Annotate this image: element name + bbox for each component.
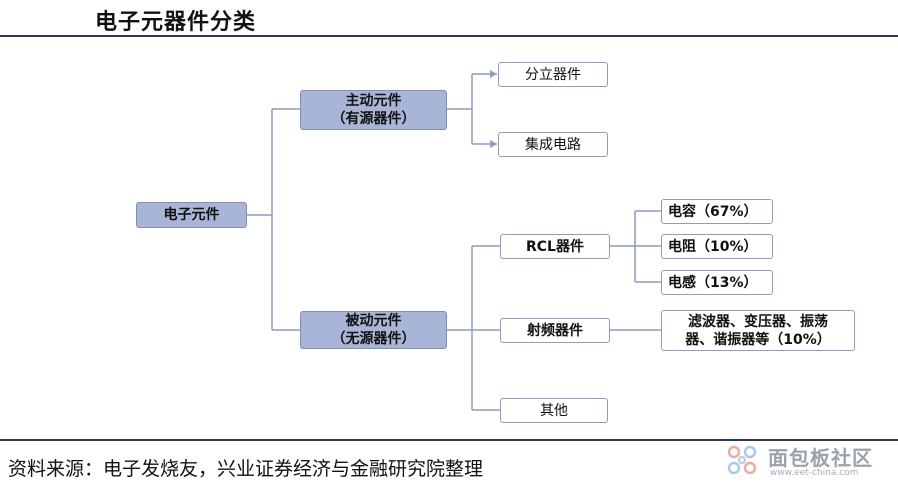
passive-components-sublabel: （无源器件） (331, 331, 416, 347)
watermark-text: 面包板社区 (768, 446, 873, 470)
resistor-label: 电阻（10%） (668, 238, 758, 255)
rf-detail-line1: 滤波器、变压器、振荡 (688, 313, 828, 330)
rcl-devices-node: RCL器件 (500, 234, 610, 259)
resistor-node: 电阻（10%） (661, 234, 773, 259)
rf-devices-label: 射频器件 (527, 322, 583, 339)
capacitor-node: 电容（67%） (661, 199, 773, 224)
arrow-ic (490, 140, 497, 148)
passive-components-label: 被动元件 (345, 313, 402, 329)
integrated-circuit-label: 集成电路 (525, 136, 581, 153)
page-title: 电子元器件分类 (95, 9, 257, 35)
rf-detail-line2: 器、谐振器等（10%） (685, 331, 831, 348)
watermark-logo-icon (727, 445, 757, 475)
source-note: 资料来源：电子发烧友，兴业证券经济与金融研究院整理 (8, 458, 484, 480)
other-devices-label: 其他 (540, 402, 568, 419)
other-devices-node: 其他 (500, 398, 608, 423)
rcl-devices-label: RCL器件 (526, 238, 584, 255)
bottom-divider (0, 439, 898, 441)
inductor-label: 电感（13%） (668, 274, 758, 291)
active-components-sublabel: （有源器件） (331, 111, 416, 127)
discrete-devices-label: 分立器件 (525, 66, 581, 83)
integrated-circuit-node: 集成电路 (498, 132, 608, 157)
root-node-label: 电子元件 (163, 207, 220, 223)
discrete-devices-node: 分立器件 (498, 62, 608, 87)
capacitor-label: 电容（67%） (668, 203, 758, 220)
active-components-label: 主动元件 (345, 93, 402, 109)
rf-devices-node: 射频器件 (500, 318, 610, 343)
active-components-node: 主动元件 （有源器件） (300, 90, 447, 130)
root-node: 电子元件 (136, 202, 247, 228)
top-divider (0, 35, 898, 37)
watermark-url: www.eet-china.com (770, 468, 859, 478)
inductor-node: 电感（13%） (661, 270, 773, 295)
passive-components-node: 被动元件 （无源器件） (300, 311, 447, 349)
arrow-discrete (490, 70, 497, 78)
rf-detail-node: 滤波器、变压器、振荡 器、谐振器等（10%） (661, 310, 855, 351)
